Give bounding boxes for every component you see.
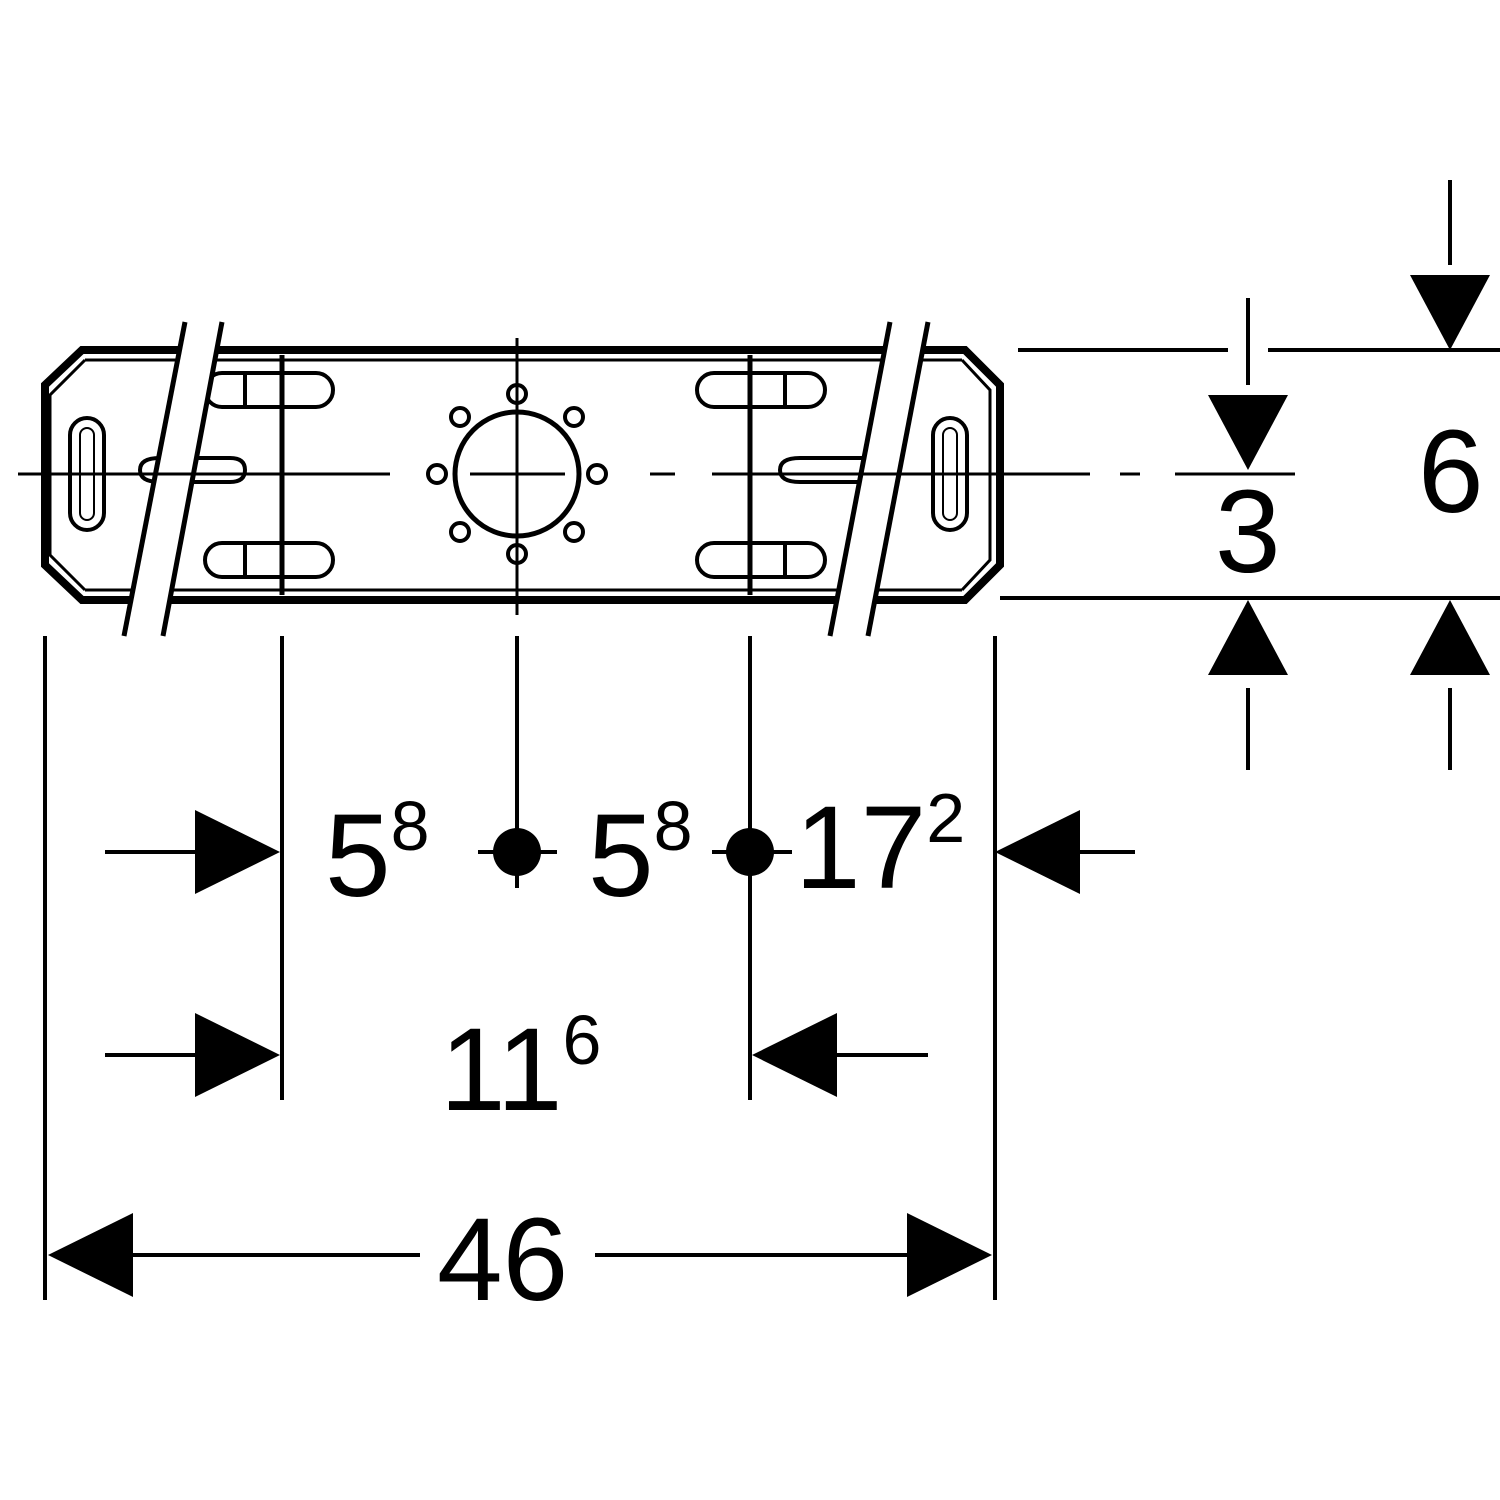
dimension-row-middle: 116 [105,1001,928,1136]
height-extension-lines [1000,348,1500,600]
dim-label-3: 3 [1215,466,1281,598]
dimension-dot [493,828,541,876]
dim-label-6: 6 [1418,406,1484,538]
dimension-row-total: 46 [48,1194,992,1326]
break-marks [121,321,931,637]
dimension-height-6: 6 [1410,180,1490,770]
dimension-height-3: 3 [1208,298,1288,770]
dim-label-5-8-mid: 58 [588,787,693,922]
dimension-row-upper: 58 58 172 [105,779,1135,922]
dimension-dot [726,828,774,876]
dim-label-11-6: 116 [440,1001,601,1136]
dim-label-46: 46 [437,1194,568,1326]
dim-label-5-8-left: 58 [325,787,430,922]
dim-label-17-2: 172 [795,779,965,914]
extension-lines [43,636,997,1300]
slot-group-left [138,371,335,579]
bolt-holes [426,383,608,565]
